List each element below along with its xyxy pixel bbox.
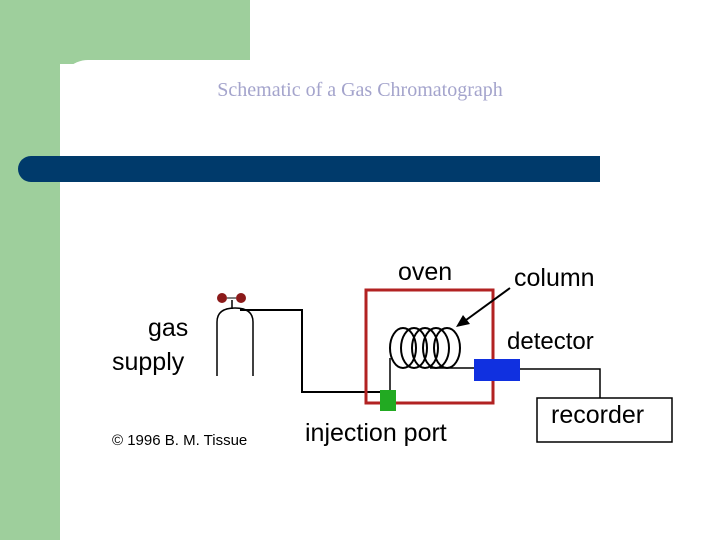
label-detector: detector: [507, 328, 594, 355]
oven-box: [364, 288, 495, 405]
copyright-text: © 1996 B. M. Tissue: [112, 432, 247, 449]
label-column: column: [514, 264, 595, 292]
detector-block: [474, 359, 520, 381]
label-oven: oven: [398, 258, 452, 286]
valve-knob-right: [236, 293, 246, 303]
column-arrow: [461, 287, 511, 324]
column-coil: [389, 327, 461, 369]
slide-panel: [60, 60, 720, 540]
recorder-box: [536, 397, 673, 443]
label-supply: supply: [112, 348, 185, 376]
label-recorder: recorder: [551, 401, 644, 429]
header-bar: [18, 156, 600, 182]
label-injection-port: injection port: [305, 419, 447, 447]
slide-title: Schematic of a Gas Chromatograph: [217, 79, 503, 101]
gas-cylinder: [216, 307, 254, 376]
column-arrowhead: [456, 315, 470, 327]
decor-green-left: [0, 0, 60, 540]
valve-knob-left: [217, 293, 227, 303]
injection-port-block: [380, 390, 396, 411]
label-gas: gas: [148, 314, 188, 342]
detector-recorder-line: [520, 368, 601, 400]
